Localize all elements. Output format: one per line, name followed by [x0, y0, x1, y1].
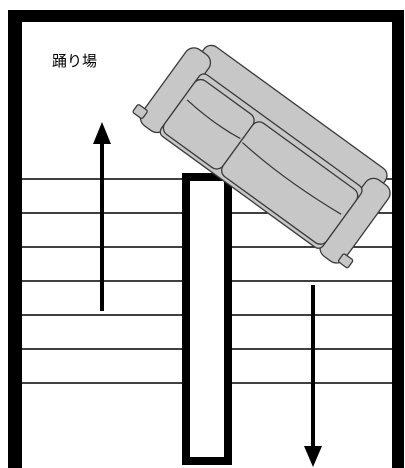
arrow-down-icon	[304, 285, 322, 467]
left-wall	[8, 10, 22, 468]
arrow-up-icon	[93, 122, 111, 311]
landing-label: 踊り場	[52, 52, 98, 70]
top-wall	[8, 10, 394, 22]
center-divider	[182, 173, 232, 465]
sofa-icon	[132, 44, 391, 269]
right-wall	[392, 10, 404, 468]
